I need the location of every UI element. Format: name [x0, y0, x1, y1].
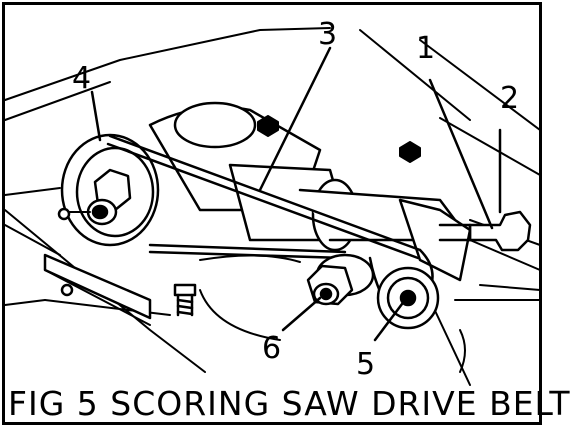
- drive-belt: [106, 134, 434, 322]
- figure: 4 3 1 2 6 5 FIG 5 SCORING SAW DRIVE BELT: [2, 2, 570, 425]
- large-pulley: [57, 133, 160, 247]
- left-bracket: [43, 253, 152, 320]
- figure-frame: [2, 2, 542, 425]
- small-pulley: [376, 266, 440, 330]
- callout-3: 3: [318, 17, 337, 52]
- leader-lines: [90, 46, 502, 342]
- callout-6: 6: [262, 331, 281, 366]
- adjuster-knob: [438, 210, 532, 252]
- lower-bolt: [173, 283, 197, 317]
- callout-2: 2: [500, 81, 519, 116]
- top-bolts: [257, 115, 421, 163]
- callout-4: 4: [72, 61, 91, 96]
- mechanical-drawing: 4 3 1 2 6 5: [4, 17, 541, 386]
- tensioner-assembly: [306, 253, 375, 306]
- callout-5: 5: [356, 347, 375, 382]
- figure-caption: FIG 5 SCORING SAW DRIVE BELT: [8, 384, 571, 423]
- callout-1: 1: [416, 31, 435, 66]
